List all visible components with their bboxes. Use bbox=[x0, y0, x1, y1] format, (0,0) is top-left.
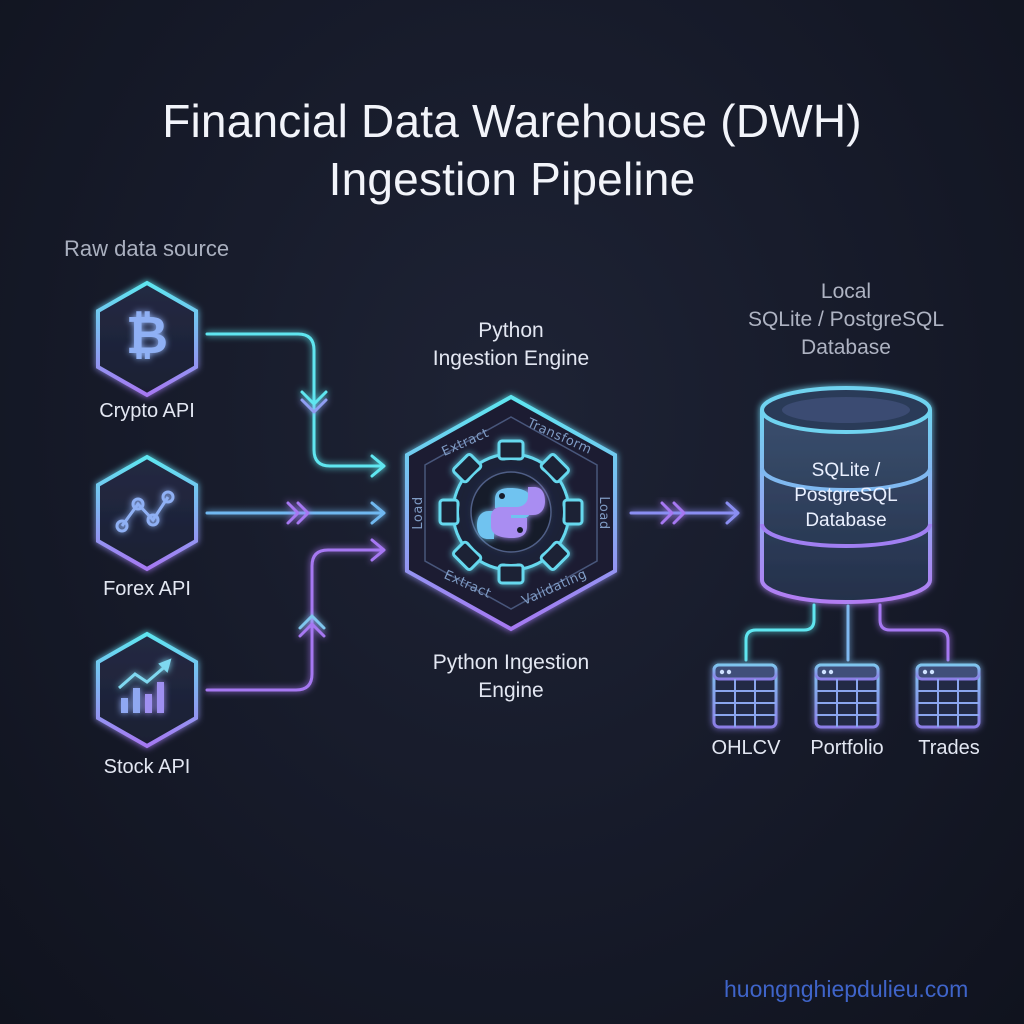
line-chart-icon bbox=[115, 490, 175, 533]
database-label: SQLite / PostgreSQL Database bbox=[760, 458, 932, 533]
page-title-line2: Ingestion Pipeline bbox=[328, 153, 696, 205]
source-label-crypto: Crypto API bbox=[99, 400, 195, 422]
database-header: Local SQLite / PostgreSQL Database bbox=[706, 278, 986, 362]
table-label-portfolio: Portfolio bbox=[810, 737, 884, 759]
source-connectors bbox=[205, 332, 384, 692]
engine-bottom-label-line1: Python Ingestion bbox=[432, 651, 590, 674]
connector-stock bbox=[205, 548, 384, 692]
connector-arrowheads bbox=[286, 390, 386, 638]
database-header-line2: SQLite / PostgreSQL bbox=[747, 308, 945, 331]
watermark: huongnghiepdulieu.com bbox=[724, 976, 969, 1002]
table-label-trades: Trades bbox=[918, 737, 980, 759]
db-to-tables-connectors bbox=[744, 603, 950, 662]
engine-bottom-label-line2: Engine bbox=[478, 679, 544, 702]
engine-to-db-connector bbox=[629, 501, 740, 525]
python-logo-icon bbox=[477, 487, 545, 539]
stage-load-right: Load bbox=[596, 496, 611, 529]
table-icon bbox=[814, 663, 880, 729]
database-icon bbox=[760, 386, 932, 604]
bitcoin-icon: ₿ bbox=[126, 306, 168, 366]
engine-top-label-line2: Ingestion Engine bbox=[432, 347, 590, 370]
ingestion-engine: Extract Transform Load Load Extract Vali… bbox=[405, 394, 617, 632]
source-header: Raw data source bbox=[64, 236, 230, 261]
engine-top-label-line1: Python bbox=[478, 319, 544, 342]
source-label-forex: Forex API bbox=[103, 578, 191, 600]
engine-top-label: Python Ingestion Engine bbox=[381, 317, 641, 373]
database-header-line3: Database bbox=[801, 336, 891, 359]
page-title-line1: Financial Data Warehouse (DWH) bbox=[162, 95, 862, 147]
database-label-line1: SQLite / bbox=[811, 460, 881, 481]
source-forex bbox=[96, 454, 198, 572]
stage-load-left: Load bbox=[411, 496, 426, 529]
source-stock bbox=[96, 631, 198, 749]
database-label-line2: PostgreSQL bbox=[794, 485, 898, 506]
bar-chart-icon bbox=[118, 658, 172, 713]
database-label-line3: Database bbox=[805, 510, 887, 531]
connector-crypto bbox=[205, 332, 384, 468]
database-header-line1: Local bbox=[820, 280, 872, 303]
tables-group bbox=[712, 663, 981, 729]
table-icon bbox=[915, 663, 981, 729]
table-icon bbox=[712, 663, 778, 729]
source-crypto: ₿ bbox=[96, 280, 198, 398]
table-label-ohlcv: OHLCV bbox=[711, 737, 781, 759]
engine-bottom-label: Python Ingestion Engine bbox=[381, 649, 641, 705]
source-label-stock: Stock API bbox=[103, 756, 191, 778]
